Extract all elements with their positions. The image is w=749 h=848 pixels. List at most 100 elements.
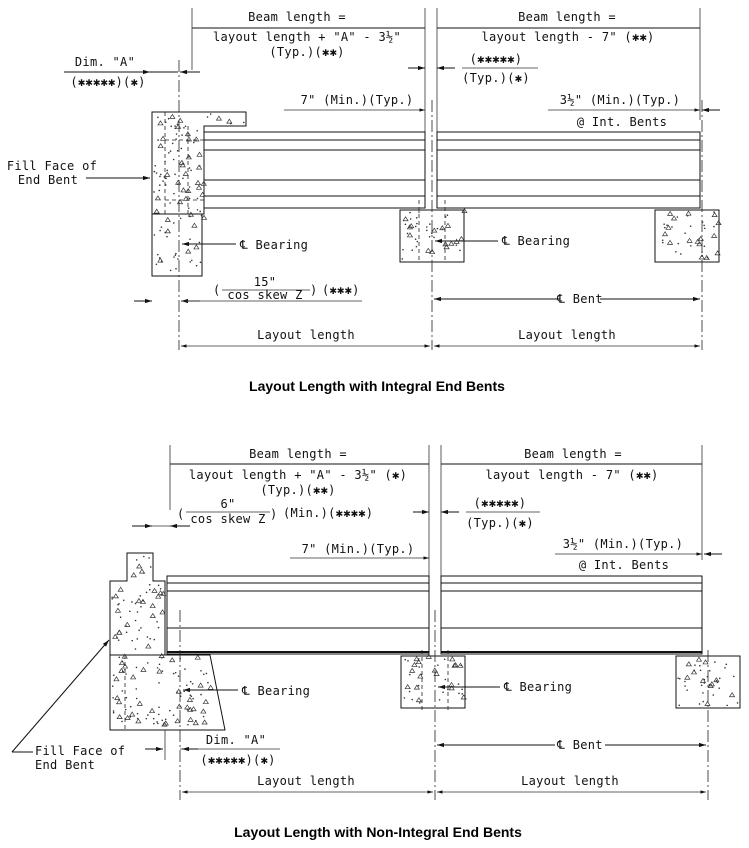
beam-length-right-title-2: Beam length = <box>524 447 622 461</box>
aggregate-triangle <box>112 593 119 599</box>
aggregate-triangle <box>157 120 164 126</box>
aggregate-triangle <box>661 231 669 237</box>
concrete-aggregate-texture <box>111 113 739 727</box>
aggregate-dot <box>455 244 458 246</box>
aggregate-dot <box>172 714 175 716</box>
aggregate-dot <box>181 134 183 136</box>
layout-length-right-1: Layout length <box>518 328 616 342</box>
aggregate-triangle <box>711 211 718 217</box>
aggregate-dot <box>699 664 701 667</box>
aggregate-dot <box>183 127 185 129</box>
bearing-mid-label: ℄ Bearing <box>501 234 570 248</box>
aggregate-dot <box>188 155 191 158</box>
aggregate-dot <box>206 116 209 118</box>
aggregate-dot <box>706 675 709 678</box>
aggregate-dot <box>694 664 696 666</box>
aggregate-dot <box>157 584 160 587</box>
skew-numerator: 15" <box>254 275 277 289</box>
aggregate-dot <box>416 222 418 225</box>
aggregate-dot <box>725 663 728 666</box>
aggregate-dot <box>185 684 188 687</box>
aggregate-dot <box>701 221 704 223</box>
aggregate-dot <box>441 228 444 230</box>
aggregate-dot <box>407 660 409 662</box>
end-bent-integral <box>151 111 247 277</box>
aggregate-triangle <box>404 684 411 690</box>
aggregate-triangle <box>179 162 186 168</box>
aggregate-dot <box>157 116 159 119</box>
aggregate-dot <box>187 723 189 726</box>
aggregate-dot <box>192 697 194 700</box>
aggregate-dot <box>158 189 161 192</box>
aggregate-dot <box>164 160 166 163</box>
beam-length-boxes-1 <box>191 8 701 140</box>
bearing-left-label-2: ℄ Bearing <box>241 684 310 698</box>
layout-length-right-2: Layout length <box>521 774 619 788</box>
aggregate-triangle <box>169 113 176 119</box>
aggregate-dot <box>112 711 115 714</box>
aggregate-triangle <box>175 179 182 185</box>
aggregate-dot <box>146 662 149 664</box>
svg-text:): ) <box>310 283 318 297</box>
aggregate-dot <box>190 169 192 172</box>
beam-length-left-formula-2: layout length + "A" - 3½" (✱) <box>189 468 407 482</box>
aggregate-dot <box>165 177 167 180</box>
aggregate-triangle <box>156 668 163 674</box>
aggregate-dot <box>175 138 178 140</box>
aggregate-dot <box>699 669 702 672</box>
aggregate-dot <box>176 123 179 126</box>
bent-label-2: ℄ Bent <box>556 738 603 752</box>
aggregate-triangle <box>149 612 156 618</box>
aggregate-dot <box>122 599 125 602</box>
aggregate-triangle <box>201 719 208 725</box>
aggregate-dot <box>718 677 721 680</box>
beam-right-1 <box>436 131 701 209</box>
aggregate-triangle <box>452 662 459 668</box>
aggregate-triangle <box>175 688 182 694</box>
aggregate-dot <box>125 631 128 634</box>
gap-note-1-2: (✱✱✱✱✱) <box>474 496 527 510</box>
aggregate-triangle <box>182 195 190 201</box>
aggregate-dot <box>401 258 404 260</box>
aggregate-dot <box>167 117 170 120</box>
aggregate-triangle <box>202 698 209 704</box>
aggregate-dot <box>182 177 184 180</box>
aggregate-dot <box>714 661 716 663</box>
aggregate-dot <box>186 689 188 692</box>
aggregate-dot <box>121 690 124 692</box>
aggregate-dot <box>180 147 183 150</box>
aggregate-dot <box>158 663 161 666</box>
aggregate-triangle <box>124 621 131 627</box>
end-bent-non-integral <box>109 552 226 731</box>
aggregate-triangle <box>187 211 195 217</box>
beam-length-left-formula: layout length + "A" - 3½" <box>213 30 401 44</box>
aggregate-triangle <box>118 667 125 673</box>
gap-note-2-2: (Typ.)(✱) <box>466 516 534 530</box>
aggregate-dot <box>134 602 137 605</box>
aggregate-dot <box>433 236 435 239</box>
aggregate-dot <box>428 235 431 238</box>
aggregate-dot <box>147 714 149 716</box>
aggregate-dot <box>119 616 122 619</box>
aggregate-dot <box>676 216 679 218</box>
skew-denominator: cos skew Z <box>227 288 302 302</box>
aggregate-dot <box>145 717 148 720</box>
aggregate-dot <box>409 218 412 220</box>
aggregate-dot <box>415 217 418 219</box>
aggregate-dot <box>148 583 151 586</box>
aggregate-triangle <box>159 135 167 141</box>
bent-label-1: ℄ Bent <box>556 292 603 306</box>
aggregate-dot <box>168 152 170 154</box>
aggregate-dot <box>700 684 703 687</box>
aggregate-dot <box>158 682 160 684</box>
diagram-integral-end-bents: Beam length = layout length + "A" - 3½" … <box>7 8 720 394</box>
aggregate-dot <box>686 689 688 691</box>
aggregate-dot <box>718 687 721 689</box>
aggregate-dot <box>112 674 115 676</box>
aggregate-triangle <box>158 652 165 659</box>
aggregate-triangle <box>164 228 171 234</box>
aggregate-dot <box>156 253 159 256</box>
aggregate-dot <box>202 673 205 676</box>
aggregate-triangle <box>406 224 413 230</box>
aggregate-dot <box>145 591 148 594</box>
